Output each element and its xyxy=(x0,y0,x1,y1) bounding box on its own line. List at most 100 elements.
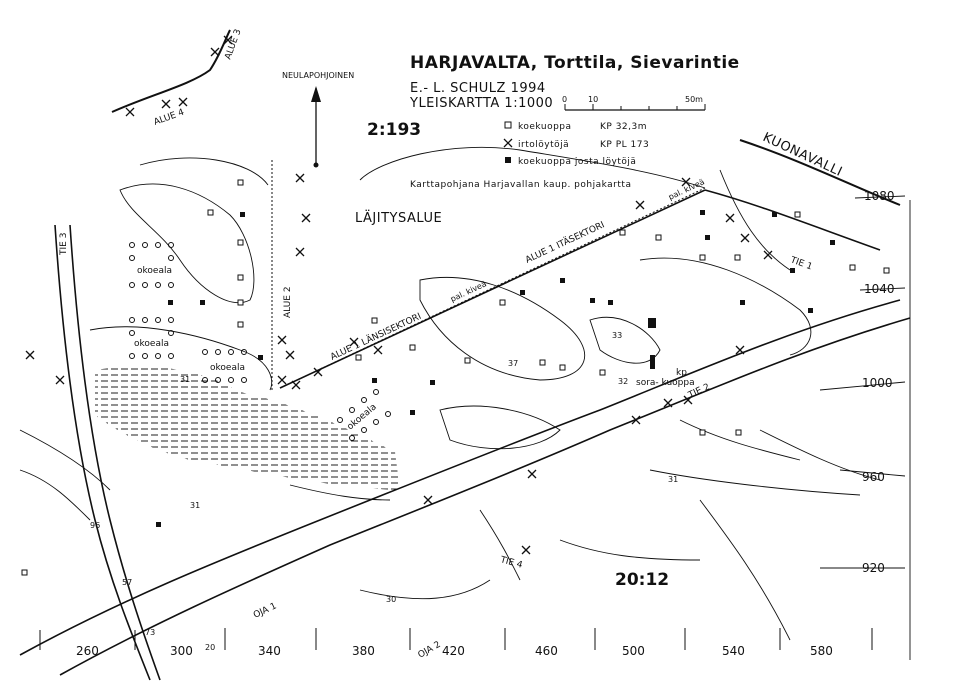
irtoloytoja-symbols xyxy=(25,35,773,555)
legend-label: irtolöytöjä xyxy=(518,140,569,150)
legend-note: KP 32,3m xyxy=(600,122,647,132)
cross-mark xyxy=(291,380,301,390)
cross-mark xyxy=(635,200,645,210)
map-labels: ALUE 3 ALUE 4 ALUE 2 ALUE 1 LÄNSISEKTORI… xyxy=(59,28,895,661)
sheet-number: 2:193 xyxy=(367,120,421,140)
scale-end: 50m xyxy=(685,95,703,104)
marsh-area xyxy=(95,366,400,490)
base-map-note: Karttapohjana Harjavallan kaup. pohjakar… xyxy=(410,180,631,190)
grid-x-label: 500 xyxy=(622,644,645,658)
legend-cross-icon xyxy=(503,138,513,148)
cross-mark xyxy=(740,233,750,243)
cross-mark xyxy=(295,173,305,183)
title-block: HARJAVALTA, Torttila, Sievarintie E.- L.… xyxy=(367,53,740,190)
cross-mark xyxy=(681,177,691,187)
legend-note: KP PL 173 xyxy=(600,140,649,150)
contour-lines xyxy=(19,146,881,641)
koekuoppa-symbols xyxy=(21,179,890,576)
legend: koekuoppa KP 32,3m irtolöytöjä KP PL 173… xyxy=(503,121,649,167)
legend-open-square-icon xyxy=(504,121,512,129)
kp-label: kp xyxy=(676,368,687,378)
grid-lines xyxy=(819,195,911,660)
grid-y-label: 1080 xyxy=(864,189,895,203)
alue4-label: ALUE 4 xyxy=(153,108,186,128)
map-title: HARJAVALTA, Torttila, Sievarintie xyxy=(410,53,740,73)
north-arrow: NEULAPOHJOINEN xyxy=(282,71,354,168)
scale-bar: 0 10 50m xyxy=(562,95,706,111)
cross-mark xyxy=(763,250,773,260)
spot-height: 73 xyxy=(145,628,155,637)
legend-label: koekuoppa xyxy=(518,122,572,132)
roads xyxy=(19,189,911,681)
author-year: E.- L. SCHULZ 1994 xyxy=(410,81,546,96)
okoeala-circles xyxy=(129,242,391,441)
cross-mark xyxy=(527,469,537,479)
cross-mark xyxy=(178,97,188,107)
cross-mark xyxy=(423,495,433,505)
cross-mark xyxy=(25,350,35,360)
grid-x-label: 340 xyxy=(258,644,281,658)
cross-mark xyxy=(55,375,65,385)
contour-label: 37 xyxy=(508,359,518,368)
contour-label: 30 xyxy=(386,595,396,604)
cross-mark xyxy=(285,350,295,360)
legend-filled-square-icon xyxy=(505,157,511,163)
grid-x-label: 380 xyxy=(352,644,375,658)
cross-mark xyxy=(277,335,287,345)
cross-mark xyxy=(223,35,233,45)
grid-x-label: 420 xyxy=(442,644,465,658)
cross-mark xyxy=(161,99,171,109)
grid-ticks xyxy=(39,628,873,650)
cross-mark xyxy=(313,367,323,377)
grid-x-label: 300 xyxy=(170,644,193,658)
alue2-label: ALUE 2 xyxy=(283,286,293,318)
tie4-label: TIE 4 xyxy=(498,555,523,571)
lajitysalue-label: LÄJITYSALUE xyxy=(355,210,442,226)
okoeala-label-3: okoeala xyxy=(210,363,245,373)
okoeala-label-1: okoeala xyxy=(137,266,172,276)
grid-x-label: 580 xyxy=(810,644,833,658)
kuonavalli-label: KUONAVALLI xyxy=(760,130,844,180)
cross-mark xyxy=(521,545,531,555)
scale-start: 0 xyxy=(562,95,567,104)
contour-label: 32 xyxy=(618,377,628,386)
spot-height: 57 xyxy=(122,578,132,587)
koekuoppa-with-finds xyxy=(156,210,835,527)
contour-label: 31 xyxy=(668,475,678,484)
grid-x-label: 540 xyxy=(722,644,745,658)
spot-height: 96 xyxy=(90,521,100,530)
okoeala-label-2: okoeala xyxy=(134,339,169,349)
map-type: YLEISKARTTA 1:1000 xyxy=(409,96,553,111)
grid-y-label: 1040 xyxy=(864,282,895,296)
cross-mark xyxy=(295,247,305,257)
cross-mark xyxy=(349,337,359,347)
grid-x-label: 460 xyxy=(535,644,558,658)
legend-label: koekuoppa josta löytöjä xyxy=(518,157,636,167)
grid-y-label: 920 xyxy=(862,561,885,575)
sora-kuoppa-label: sora- kuoppa xyxy=(636,378,695,388)
sheet-20-12-label: 20:12 xyxy=(615,570,669,590)
grid-x-label: 260 xyxy=(76,644,99,658)
contour-label: 31 xyxy=(180,375,190,384)
cross-mark xyxy=(373,345,383,355)
cross-mark xyxy=(210,47,220,57)
cross-mark xyxy=(663,398,673,408)
oja1-label: OJA 1 xyxy=(252,601,278,620)
cross-mark xyxy=(631,415,641,425)
sector-boundaries xyxy=(111,29,901,390)
cross-mark xyxy=(277,375,287,385)
tie3-label: TIE 3 xyxy=(59,233,69,256)
spot-height: 20 xyxy=(205,643,215,652)
grid-y-label: 960 xyxy=(862,470,885,484)
cross-mark xyxy=(735,345,745,355)
contour-label: 33 xyxy=(612,331,622,340)
cross-mark xyxy=(683,395,693,405)
alue3-label: ALUE 3 xyxy=(223,28,243,61)
cross-mark xyxy=(125,107,135,117)
north-label: NEULAPOHJOINEN xyxy=(282,71,354,80)
contour-label: 31 xyxy=(190,501,200,510)
cross-mark xyxy=(301,213,311,223)
scale-mid: 10 xyxy=(588,95,598,104)
